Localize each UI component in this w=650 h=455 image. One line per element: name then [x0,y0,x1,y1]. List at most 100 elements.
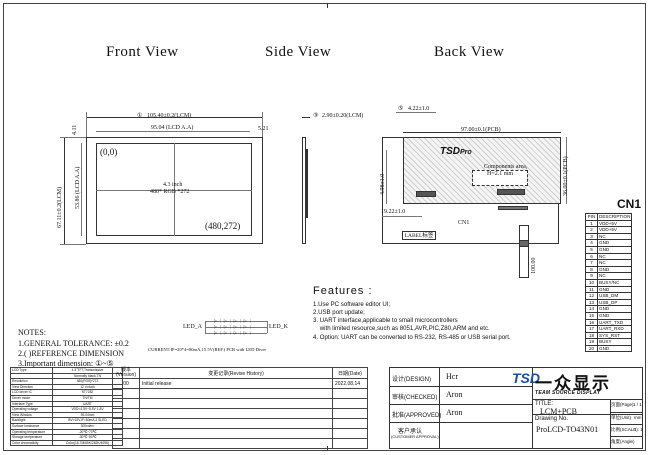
led-wire [205,321,206,333]
dim-outline-width: 105.40±0.2(LCM) [147,113,192,119]
led-k-label: LED_K [269,324,288,330]
dim-line [566,137,567,204]
feature-line: with limited resource,such as 8051,AVR,P… [313,325,490,332]
title-label: TITLE: [535,401,554,407]
dim-badge: ⑤ [398,106,404,112]
scale-value: 1 : 1 [634,427,643,432]
approve-value: Aron [446,408,463,417]
rev-header-history: 变更记录(Revise History) [139,367,333,379]
dim-offset: 4.22±1.0 [408,106,430,112]
label-sticker: LABEL标签 [402,231,436,240]
pin-number: 2 [585,226,598,234]
scale-label: 比例(SCALE) [611,427,638,432]
origin-label: (0,0) [100,147,118,157]
components-note: Components area, [484,164,528,170]
rev-date: 2022.08.14 [332,378,368,389]
dim-line [396,112,436,113]
tb-divider [532,414,643,415]
dim-line [81,143,82,236]
pin-number: 6 [585,252,598,261]
tb-divider [532,367,533,449]
resolution-label: 480* RGB *272 [150,189,190,195]
led-wire [267,321,268,333]
dim-line [302,117,310,118]
pin-number: 12 [585,292,598,300]
note-line: 3.Important dimension: ①~⑤ [18,359,114,368]
components-area [472,170,528,186]
design-value: Hcr [446,372,458,381]
dim-lcd-width: 95.04 (LCD A.A) [151,125,194,131]
pin-description: BUSY [596,338,633,346]
pin-number: 16 [585,318,598,327]
tb-divider [610,412,643,413]
pin-description: NC [596,259,633,267]
pin-number: 18 [585,331,598,340]
pin-number: 11 [585,285,598,294]
side-pcb [306,149,308,218]
feature-line: 2.USB port update; [313,309,365,316]
check-label: 审核(CHECKED) [392,395,438,401]
tb-divider [389,422,532,423]
unit-label: 单位(Unit) [611,415,631,420]
check-value: Aron [446,390,463,399]
led-diode-row: ▷|▷|▷|▷| [214,324,254,329]
dim-pcb-width: 97.00±0.1(PCB) [461,127,501,133]
dim-lcd-height: 53.86 (LCD A.A) [75,166,81,209]
dim-badge: ① [137,113,143,119]
approve-label: 批准(APPROVED) [392,413,442,419]
spec-key: Color chromaticity [10,439,53,447]
tb-divider [610,424,643,425]
brand-name-cn: 一众显示 [535,374,611,394]
back-view-title: Back View [434,44,505,60]
connector-cn1-label: CN1 [458,220,470,226]
customer-label-en: (CUSTOMER APPROVAL) [391,434,439,439]
side-view-title: Side View [265,44,332,60]
pin-number: 15 [585,311,598,320]
pin-description: VDD+5V [596,226,633,234]
brand-name-en: TEAM SOURCE DISPLAY [535,390,601,396]
pin-description: GND [596,285,633,294]
pin-description: NC [596,272,633,280]
led-current-note: CURRENT:IF=20*4=80mA,15.5V(REF.) PCB wit… [148,347,267,352]
page-value: 1 / 1 [633,402,642,407]
pin-description: VDD+5V [596,219,633,228]
table-header: PIN [585,213,598,221]
feature-line: 1.Use PC software editor UI; [313,301,391,308]
pin-description: GND [596,305,633,313]
design-label: 设计(DESIGN) [392,377,432,383]
tb-divider [532,399,643,400]
sheet-tick [327,3,328,8]
drawing-value: ProLCD-TO43N01 [536,425,599,434]
pin-description: GND [596,239,633,247]
tb-divider [610,436,643,437]
feature-line: 3. UART interface,applicable to small mi… [313,317,458,324]
table-row [112,388,368,399]
fpc-tail [519,225,529,278]
dim-line [96,131,250,132]
dim-line [382,216,422,217]
pin-number: 19 [585,338,598,346]
revision-table: 版本(Version) 变更记录(Revise History) 日期(Date… [112,367,368,449]
dim-thickness: 2.90±0.20(LCM) [322,113,364,119]
dim-pcb-height: 36.00±0.1(PCB) [563,156,569,196]
side-profile [302,137,306,244]
pin-number: 8 [585,265,598,274]
pin-description: USB_DM [596,292,633,300]
pin-description: GND [596,344,633,353]
dim-left-height: 4.98±1.0 [380,173,386,195]
